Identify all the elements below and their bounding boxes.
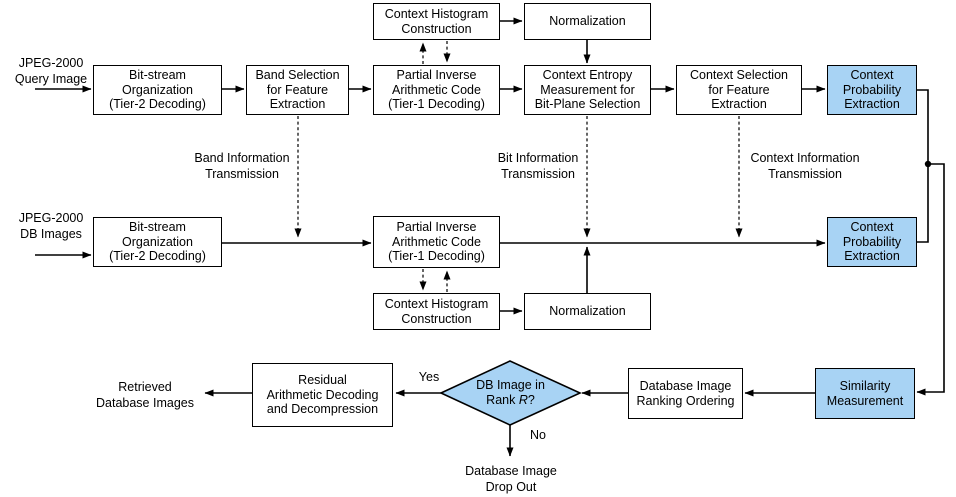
node-context-probability-db: Context Probability Extraction [827, 217, 917, 267]
retrieved-images-label: Retrieved Database Images [96, 380, 194, 410]
node-normalization-db: Normalization [524, 293, 651, 330]
bit-information-label: Bit Information Transmission [497, 151, 579, 181]
decision-diamond [439, 360, 582, 426]
node-similarity-measurement: Similarity Measurement [815, 368, 915, 419]
yes-label: Yes [418, 370, 440, 384]
dropout-label: Database Image Drop Out [465, 464, 557, 494]
no-label: No [530, 428, 546, 442]
decision-line1: DB Image in [476, 378, 545, 392]
node-database-ranking: Database Image Ranking Ordering [628, 368, 743, 419]
band-information-label: Band Information Transmission [194, 151, 290, 181]
context-information-label: Context Information Transmission [750, 151, 860, 181]
node-context-histogram-construction-db: Context Histogram Construction [373, 293, 500, 330]
query-input-label: JPEG-2000 Query Image [14, 56, 88, 86]
node-partial-inverse-db: Partial Inverse Arithmetic Code (Tier-1 … [373, 216, 500, 268]
node-context-histogram-construction-query: Context Histogram Construction [373, 3, 500, 40]
decision-rank-prefix: Rank [486, 393, 519, 407]
decision-line2: Rank R? [486, 393, 535, 408]
node-band-selection: Band Selection for Feature Extraction [246, 65, 349, 115]
decision-rank-variable: R [518, 393, 528, 407]
node-bitstream-organization-query: Bit-stream Organization (Tier-2 Decoding… [93, 65, 222, 115]
node-context-entropy-measurement: Context Entropy Measurement for Bit-Plan… [524, 65, 651, 115]
solid-connectors [35, 17, 945, 457]
node-decision-rank: DB Image in Rank R? [441, 361, 580, 425]
node-normalization-query: Normalization [524, 3, 651, 40]
db-input-label: JPEG-2000 DB Images [18, 211, 84, 241]
node-context-probability-query: Context Probability Extraction [827, 65, 917, 115]
node-residual-decoding: Residual Arithmetic Decoding and Decompr… [252, 363, 393, 427]
decision-suffix: ? [527, 393, 535, 407]
junction-dot [924, 160, 932, 168]
node-partial-inverse-query: Partial Inverse Arithmetic Code (Tier-1 … [373, 65, 500, 115]
node-bitstream-organization-db: Bit-stream Organization (Tier-2 Decoding… [93, 217, 222, 267]
node-context-selection: Context Selection for Feature Extraction [676, 65, 802, 115]
dashed-connectors [294, 41, 743, 292]
